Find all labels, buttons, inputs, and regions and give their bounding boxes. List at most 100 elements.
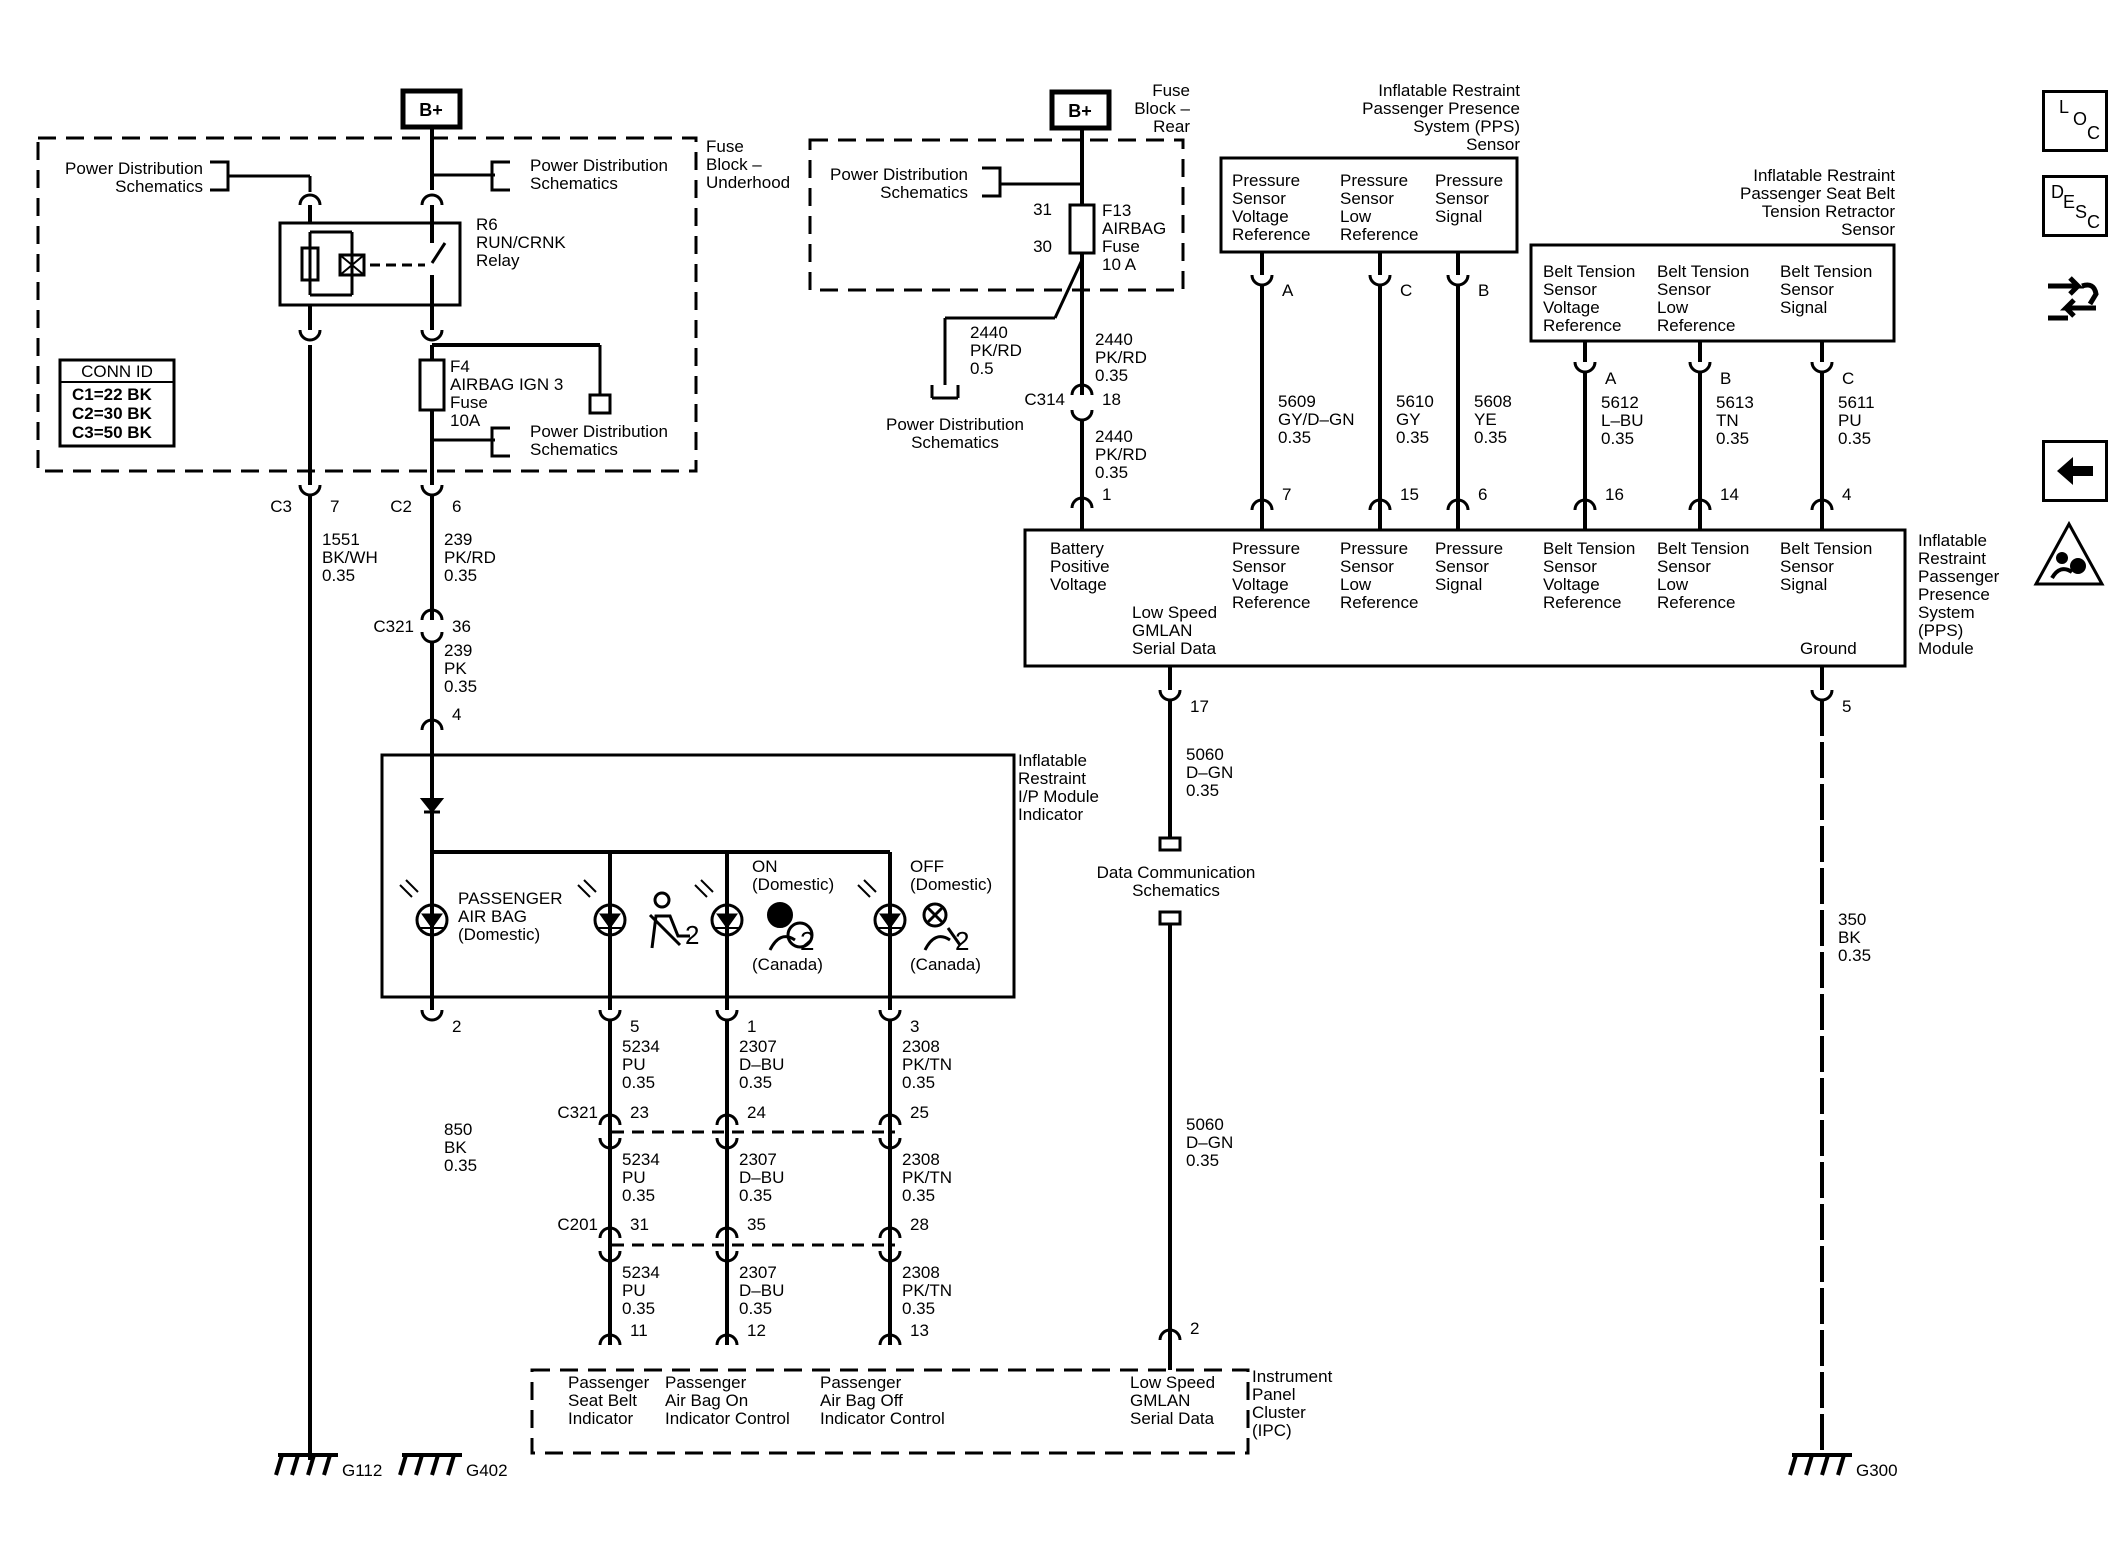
desc-letter-e: E xyxy=(2063,192,2075,212)
pin-5-ground-label: 5 xyxy=(1842,697,1851,716)
fuse-f4 xyxy=(418,358,446,412)
pin-13-label: 13 xyxy=(910,1321,929,1340)
loc-button[interactable]: L O C xyxy=(2042,90,2108,152)
fuse-f13 xyxy=(1068,203,1096,255)
connector-c2-label: C2 xyxy=(390,497,412,516)
pin-23-label: 23 xyxy=(630,1103,649,1122)
bplus-right-label: B+ xyxy=(1068,101,1092,121)
pin-2-ipc-label: 2 xyxy=(1190,1319,1199,1338)
ground-g402-label: G402 xyxy=(466,1461,508,1480)
connector-c321-lower-label: C321 xyxy=(557,1103,598,1122)
ipc-box xyxy=(530,1368,1250,1455)
desc-letter-c: C xyxy=(2087,212,2100,232)
pin-31-label: 31 xyxy=(630,1215,649,1234)
pin-18-label: 18 xyxy=(1102,390,1121,409)
indicator-module-box xyxy=(380,753,1016,999)
pin-7-label: 7 xyxy=(330,497,339,516)
desc-letter-d: D xyxy=(2051,182,2064,202)
seatbelt-count-label: 2 xyxy=(685,920,699,950)
pps-sensor-box xyxy=(1219,156,1519,254)
conn-id-c1: C1=22 BK xyxy=(72,385,153,404)
loc-icon: L O C xyxy=(2059,97,2100,143)
loc-letter-l: L xyxy=(2059,97,2069,117)
desc-button[interactable]: D E S C xyxy=(2042,175,2108,237)
connector-c3-label: C3 xyxy=(270,497,292,516)
conn-id-title: CONN ID xyxy=(81,362,153,381)
back-button[interactable] xyxy=(2042,440,2108,502)
fuse-block-underhood-outline xyxy=(36,136,698,473)
wrench-arrow-icon xyxy=(2048,276,2099,321)
pin-5-label: 5 xyxy=(630,1017,639,1036)
pps-module-pin-3: 16 xyxy=(1605,485,1624,504)
pin-2-label: 2 xyxy=(452,1017,461,1036)
airbag-warning-icon xyxy=(2033,520,2105,586)
pin-12-label: 12 xyxy=(747,1321,766,1340)
conn-id-box xyxy=(58,358,176,448)
pps-module-ground-label: Ground xyxy=(1800,639,1857,658)
pin-6-label: 6 xyxy=(452,497,461,516)
off-domestic-label: OFF(Domestic) xyxy=(910,857,992,894)
canada-off-label: (Canada) xyxy=(910,955,981,974)
conn-id-c2: C2=30 BK xyxy=(72,404,153,423)
conn-id-c3: C3=50 BK xyxy=(72,423,153,442)
pps-sensor-pin-letter-1: C xyxy=(1400,281,1412,300)
pin-4-label: 4 xyxy=(452,705,461,724)
pps-module-pin-0: 7 xyxy=(1282,485,1291,504)
pin-36-label: 36 xyxy=(452,617,471,636)
belt-tension-sensor-box xyxy=(1529,243,1896,343)
fuse-f13-pin-30: 30 xyxy=(1033,237,1052,256)
pps-module-box xyxy=(1023,528,1907,668)
pin-25-label: 25 xyxy=(910,1103,929,1122)
belt-sensor-pin-letter-2: C xyxy=(1842,369,1854,388)
pps-module-pin-4: 14 xyxy=(1720,485,1739,504)
connector-repair-button[interactable] xyxy=(2042,272,2102,330)
airbag-info-button[interactable] xyxy=(2032,520,2106,590)
pin-17-label: 17 xyxy=(1190,697,1209,716)
off-count-label: 2 xyxy=(955,926,969,956)
connector-c201-label: C201 xyxy=(557,1215,598,1234)
belt-sensor-pin-letter-1: B xyxy=(1720,369,1731,388)
